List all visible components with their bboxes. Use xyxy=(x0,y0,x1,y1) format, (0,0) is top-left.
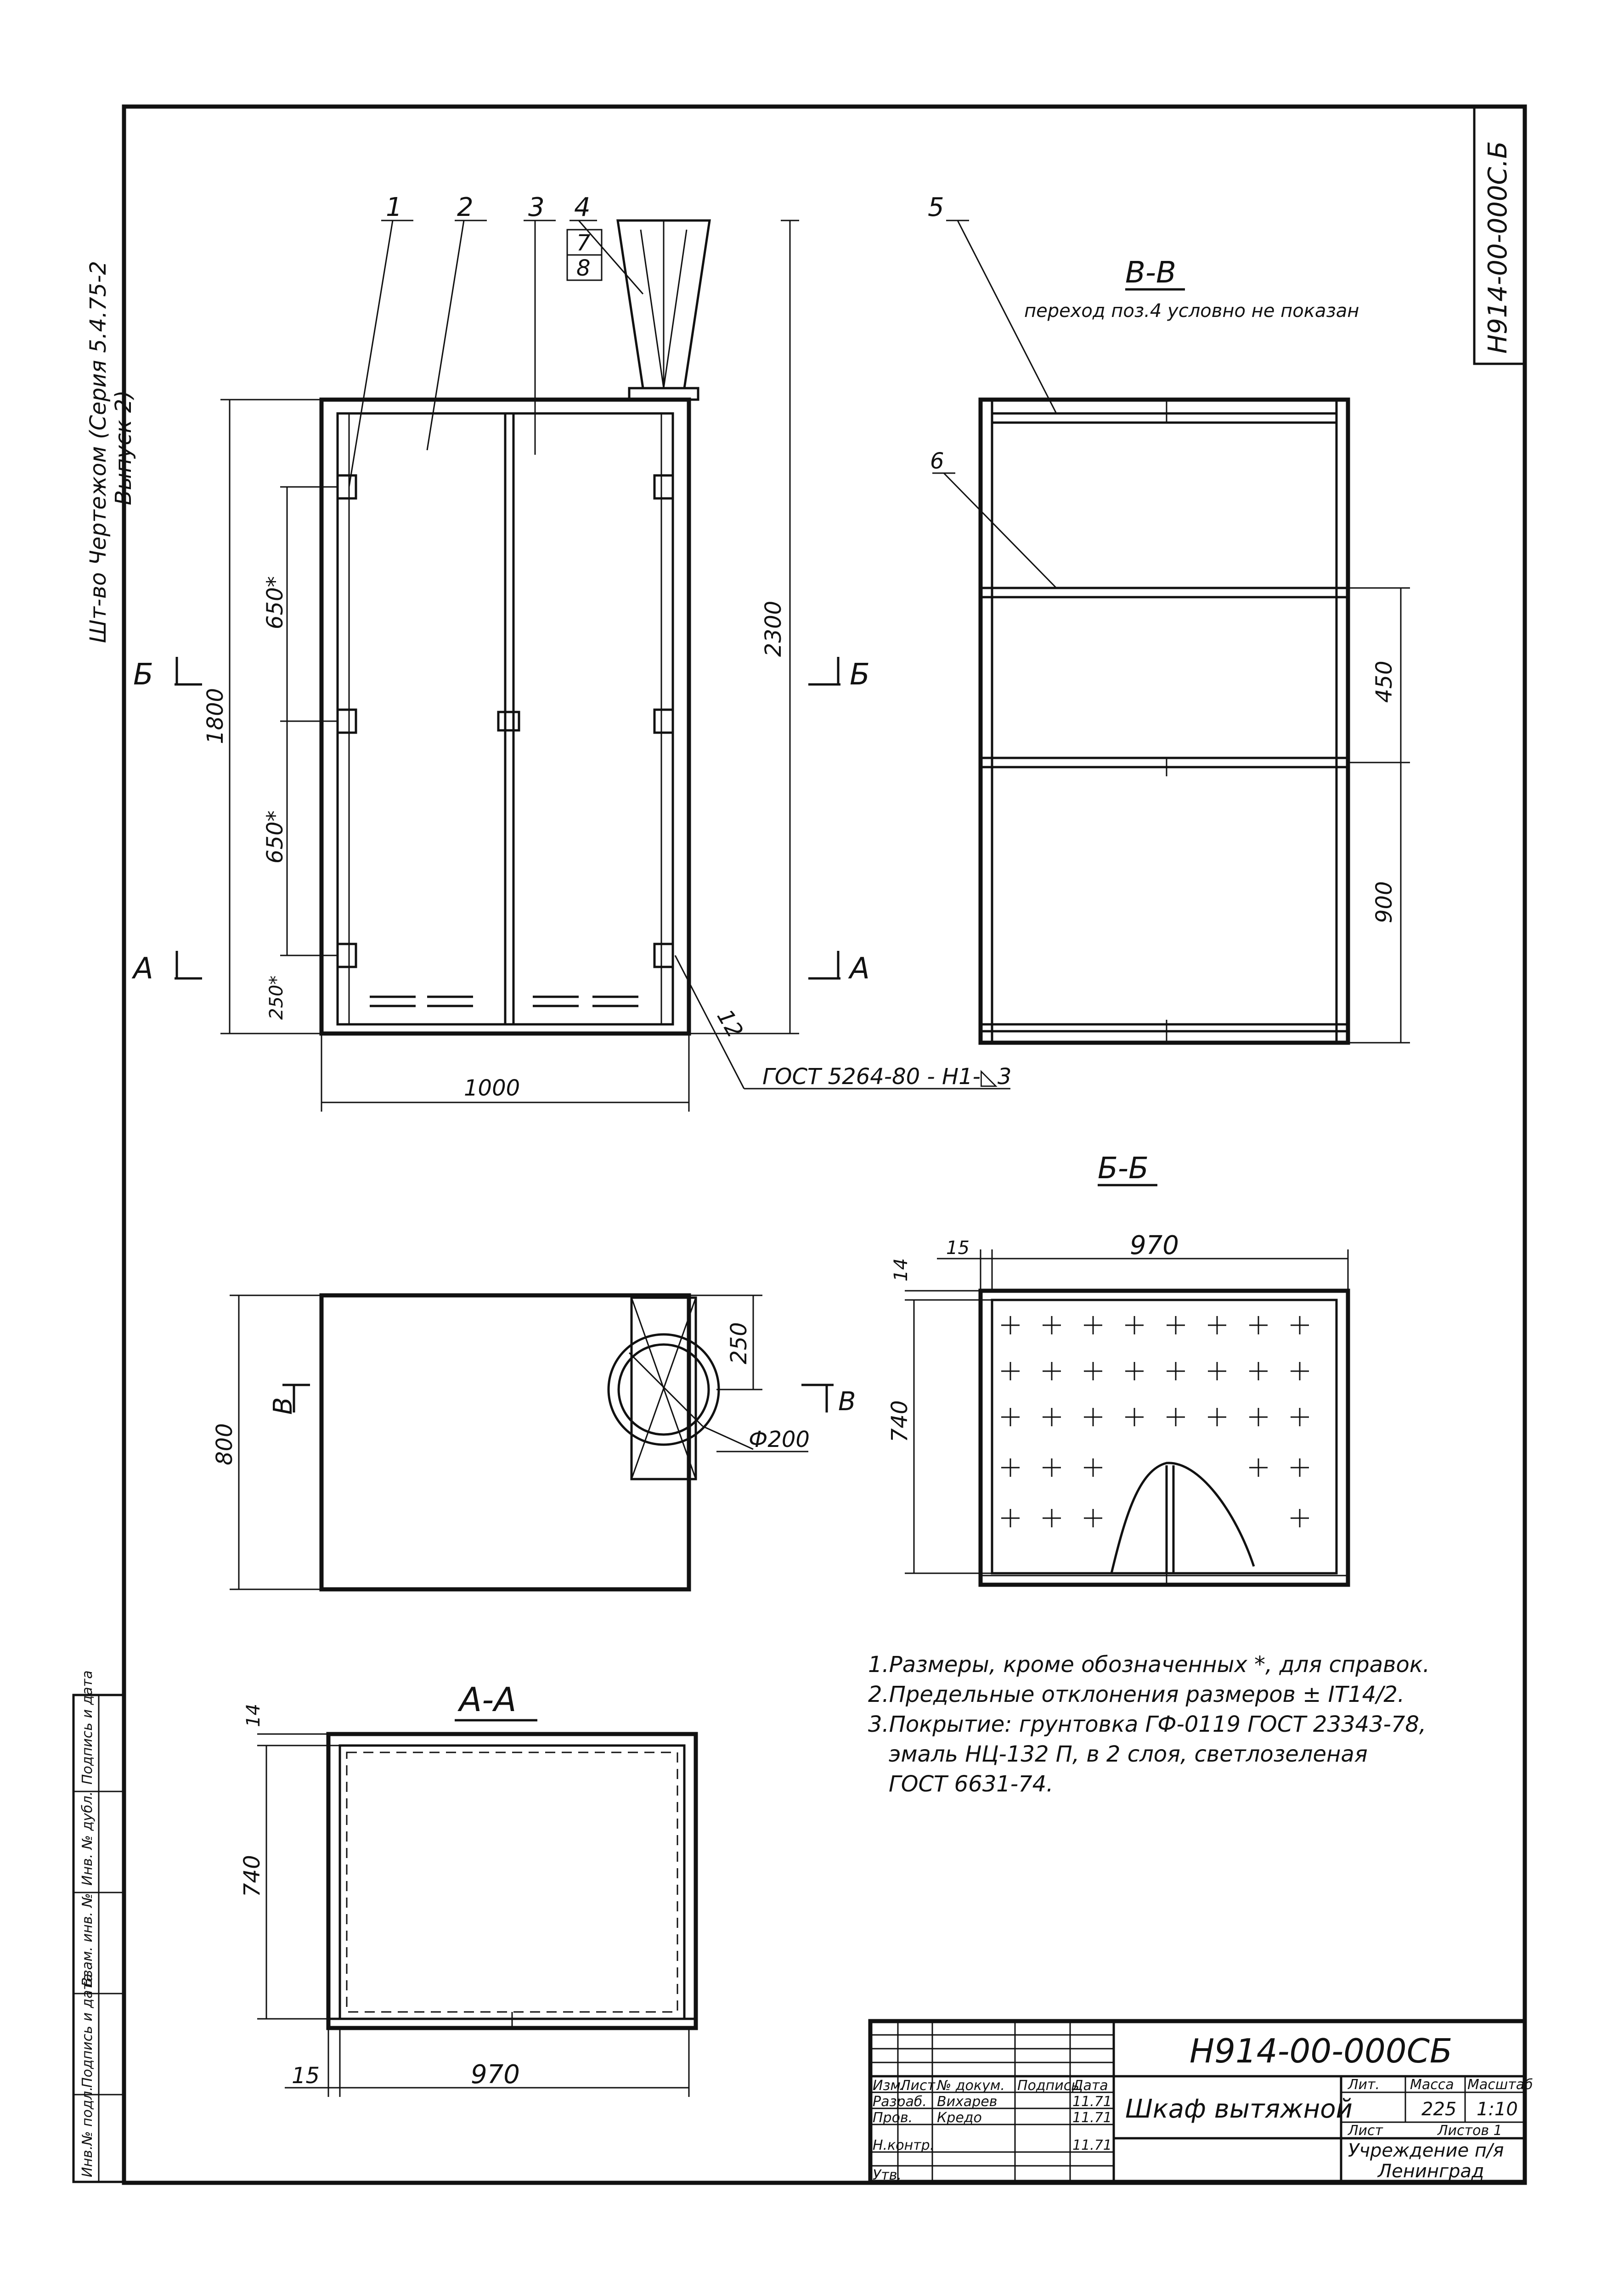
note-3: 3.Покрытие: грунтовка ГФ-0119 ГОСТ 23343… xyxy=(868,1712,1426,1737)
tb-sheet: Лист xyxy=(1348,2123,1384,2139)
dim-740-aa: 740 xyxy=(239,1855,265,1897)
dim-15-bb: 15 xyxy=(946,1237,970,1259)
callout-2: 2 xyxy=(457,192,474,222)
tb-hdr-izm: Изм. xyxy=(873,2078,905,2094)
strip-label-3: Взам. инв. № xyxy=(79,1893,96,1987)
mark-a-left: А xyxy=(131,952,153,986)
tb-lit: Лит. xyxy=(1348,2077,1380,2093)
section-aa-title: А-А xyxy=(457,1680,517,1719)
section-aa: А-А 14 740 970 15 xyxy=(239,1680,698,2097)
callout-6: 6 xyxy=(930,448,944,474)
tb-date-1: 11.71 xyxy=(1072,2094,1112,2110)
section-vv-title: В-В xyxy=(1125,256,1176,290)
tb-hdr-date: Дата xyxy=(1071,2078,1108,2094)
tb-role-4: Утв. xyxy=(873,2167,902,2183)
callout-7: 7 xyxy=(576,230,591,256)
callout-5: 5 xyxy=(928,192,944,222)
dim-970-aa: 970 xyxy=(471,2060,520,2090)
code-box xyxy=(1473,105,1526,365)
top-code: Н914-00-000С.Б xyxy=(1483,141,1513,354)
tb-scale-hdr: Масштаб xyxy=(1467,2077,1533,2093)
callout-8: 8 xyxy=(576,255,591,281)
tb-date-2: 11.71 xyxy=(1072,2110,1112,2126)
tb-sheets: Листов 1 xyxy=(1437,2123,1502,2139)
tb-mass-hdr: Масса xyxy=(1410,2077,1454,2093)
tb-name: Шкаф вытяжной xyxy=(1125,2094,1353,2124)
mark-v-right: В xyxy=(838,1387,856,1417)
callout-1: 1 xyxy=(386,192,402,222)
left-strip: Инв.№ подл. Подпись и дата Взам. инв. № … xyxy=(72,1671,125,2183)
note-1: 1.Размеры, кроме обозначенных *, для спр… xyxy=(868,1652,1430,1678)
dim-250-top: 250 xyxy=(726,1322,752,1364)
mark-b-right: Б xyxy=(850,658,870,692)
callout-4: 4 xyxy=(574,192,591,222)
title-block: Изм. Лист № докум. Подпись Дата Разраб. … xyxy=(868,2019,1533,2184)
section-vv-subtitle: переход поз.4 условно не показан xyxy=(1024,300,1359,322)
dim-740-bb: 740 xyxy=(887,1400,913,1442)
dim-650a: 650* xyxy=(262,576,288,629)
strip-label-4: Инв. № дубл. xyxy=(79,1791,96,1886)
front-view: 1 2 3 4 7 8 12 ГОСТ 5264-80 - Н1-◺3 1800… xyxy=(131,192,1011,1112)
strip-label-1: Инв.№ подл. xyxy=(79,2087,96,2177)
callout-3: 3 xyxy=(528,192,545,222)
notes: 1.Размеры, кроме обозначенных *, для спр… xyxy=(868,1652,1430,1797)
top-view: Ф200 250 800 В В xyxy=(212,1293,856,1592)
dim-250: 250* xyxy=(266,976,287,1020)
tb-name-1: Вихарев xyxy=(937,2094,997,2110)
section-vv: В-В переход поз.4 условно не показан 5 6… xyxy=(928,192,1410,1045)
dim-800: 800 xyxy=(212,1423,237,1465)
dim-450: 450 xyxy=(1371,661,1397,703)
tb-hdr-sign: Подпись xyxy=(1017,2078,1079,2094)
dim-1000: 1000 xyxy=(464,1075,520,1101)
strip-label-2: Подпись и дата xyxy=(79,1974,96,2088)
strip-label-5: Подпись и дата xyxy=(79,1671,96,1785)
side-note-1: Шт-во Чертежом (Серия 5.4.75-2 xyxy=(85,261,111,643)
tb-name-2: Кредо xyxy=(937,2110,982,2126)
tb-hdr-list: Лист xyxy=(900,2078,936,2094)
dim-14-bb: 14 xyxy=(891,1258,912,1282)
tb-org-2: Ленинград xyxy=(1377,2161,1484,2182)
tb-code: Н914-00-000СБ xyxy=(1190,2032,1452,2070)
dim-650b: 650* xyxy=(262,810,288,864)
dim-2300: 2300 xyxy=(761,601,786,657)
tb-scale: 1:10 xyxy=(1477,2099,1518,2120)
tb-mass: 225 xyxy=(1421,2099,1456,2120)
dim-d200: Ф200 xyxy=(749,1427,810,1452)
section-bb-title: Б-Б xyxy=(1098,1152,1149,1186)
tb-role-3: Н.контр. xyxy=(873,2137,934,2153)
gost-note: ГОСТ 5264-80 - Н1-◺3 xyxy=(762,1064,1011,1090)
tb-role-1: Разраб. xyxy=(873,2094,927,2110)
sheet-frame xyxy=(122,104,1527,2185)
mark-v-left: В xyxy=(268,1397,298,1415)
section-bb: Б-Б 970 15 14 740 xyxy=(887,1152,1350,1587)
dim-900: 900 xyxy=(1371,881,1397,923)
tb-org-1: Учреждение п/я xyxy=(1348,2140,1504,2161)
side-note-2: Выпуск 2) xyxy=(111,390,136,505)
note-2: 2.Предельные отклонения размеров ± IT14/… xyxy=(868,1682,1404,1707)
tb-hdr-doc: № докум. xyxy=(936,2078,1005,2094)
dim-1800: 1800 xyxy=(203,688,228,744)
dim-970-bb: 970 xyxy=(1130,1231,1179,1260)
mark-a-right: А xyxy=(848,952,870,986)
tb-role-2: Пров. xyxy=(873,2110,913,2126)
note-5: ГОСТ 6631-74. xyxy=(889,1771,1053,1797)
note-4: эмаль НЦ-132 П, в 2 слоя, светлозеленая xyxy=(889,1741,1368,1767)
mark-b-left: Б xyxy=(133,658,153,692)
dim-14-aa: 14 xyxy=(243,1704,264,1727)
dim-15-aa: 15 xyxy=(292,2063,320,2089)
tb-date-3: 11.71 xyxy=(1072,2137,1112,2153)
